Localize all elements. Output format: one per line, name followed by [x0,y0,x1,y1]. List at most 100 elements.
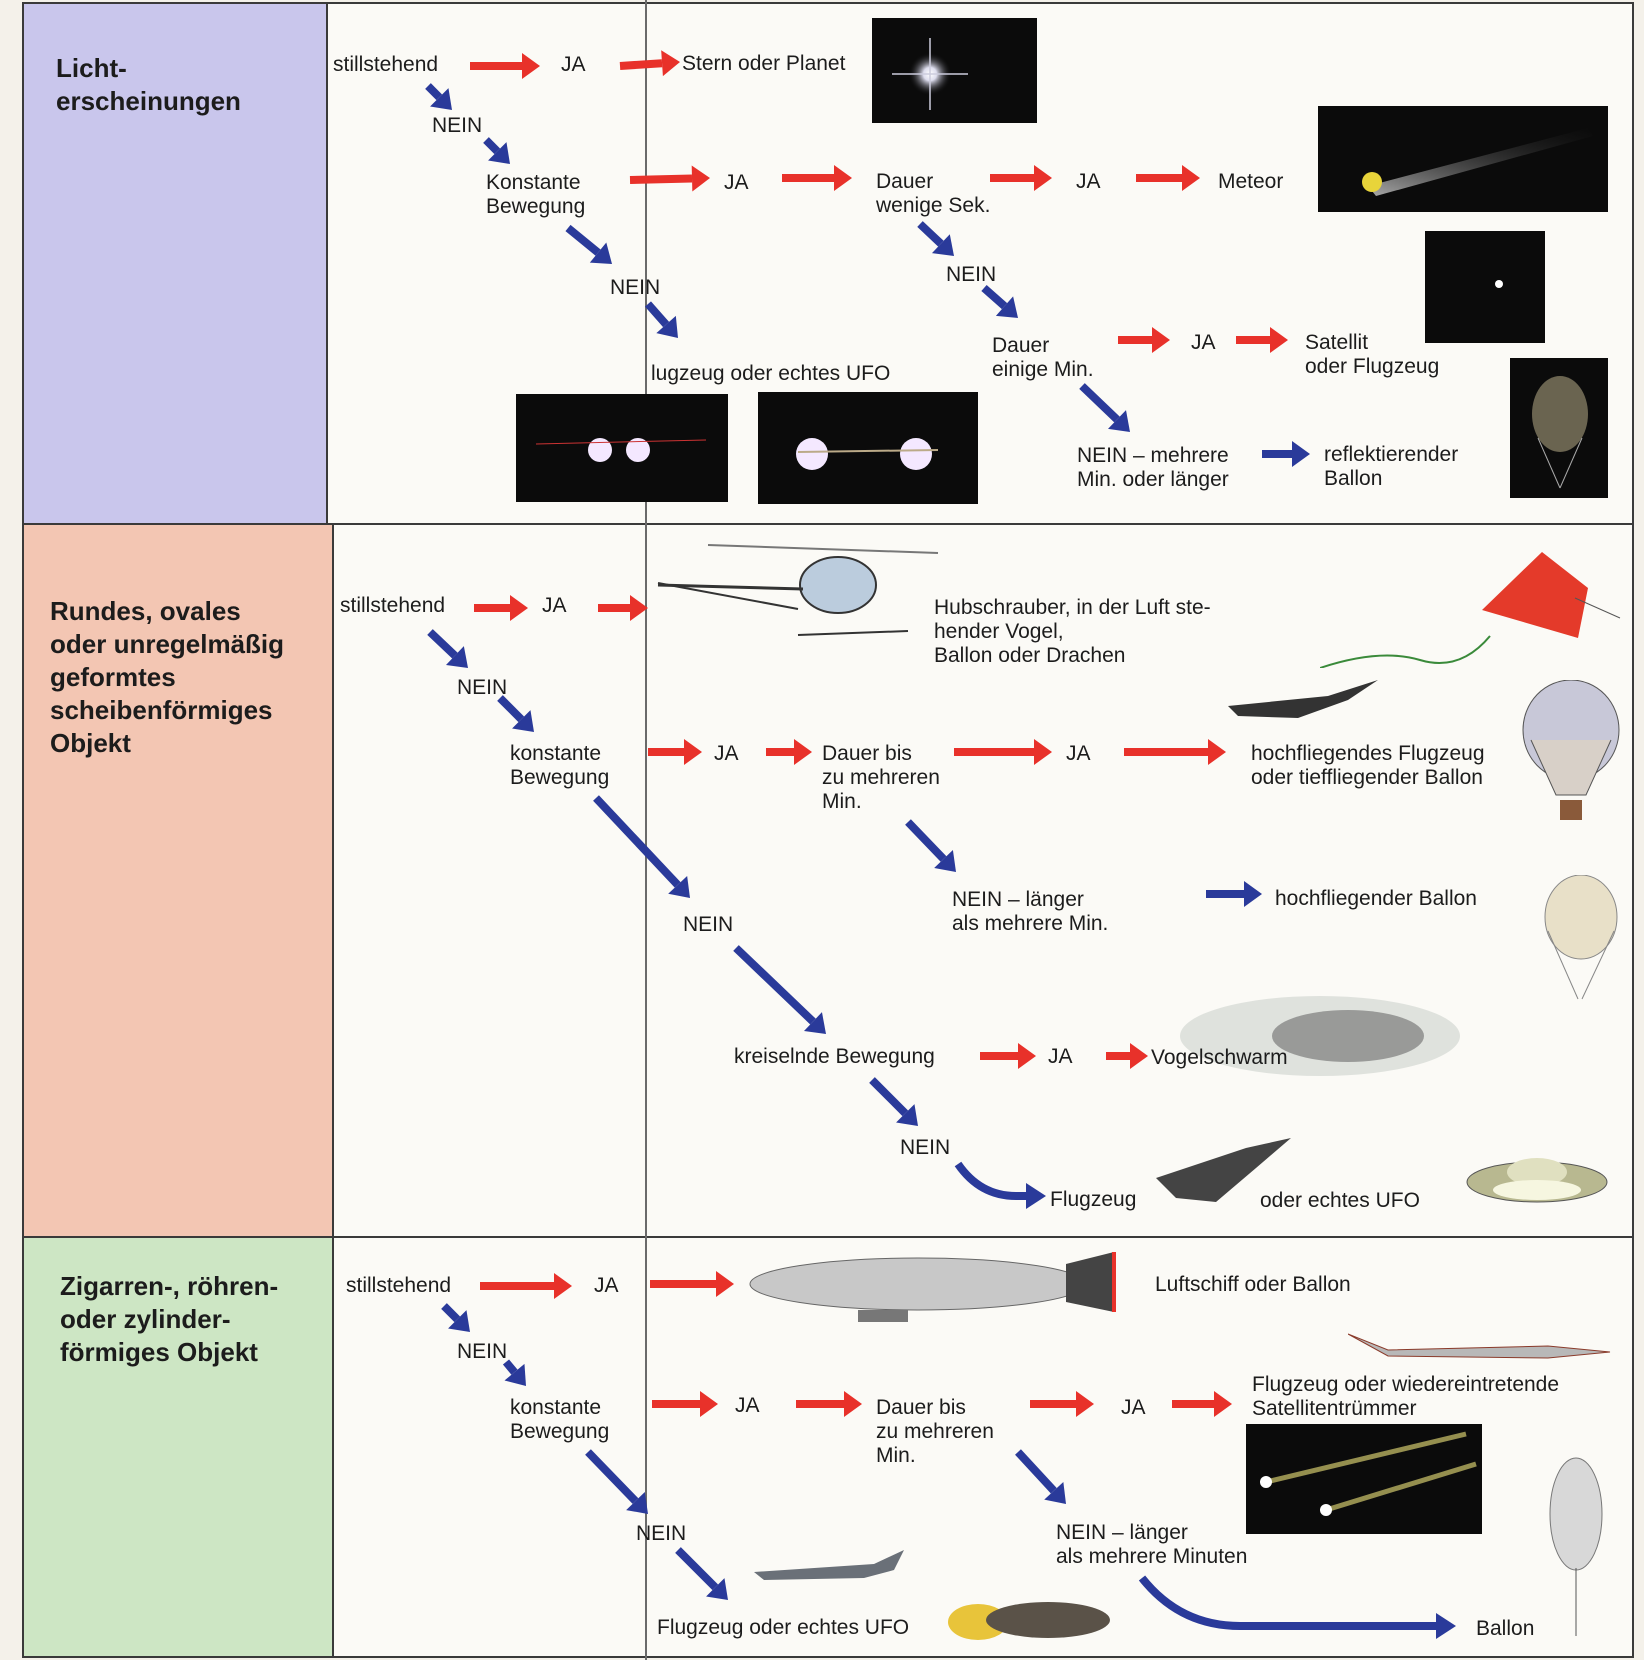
no-arrow [441,1303,470,1332]
label-nein: NEIN [683,913,734,936]
no-arrow [497,695,534,732]
no-arrow [981,285,1018,318]
yes-arrow [650,1271,734,1297]
label-result-vogelschwarm: Vogelschwarm [1151,1046,1288,1069]
label-result-flugzeug-ufo: Flugzeug oder echtes UFO [657,1616,910,1639]
yes-arrow [652,1391,718,1417]
yes-arrow [480,1273,572,1299]
meteor-photo [1318,106,1608,212]
label-result-echtes-ufo: oder echtes UFO [1260,1189,1420,1212]
yes-arrow [796,1391,862,1417]
label-nein: NEIN [900,1136,951,1159]
label-stillstehend: stillstehend [333,53,439,76]
no-arrow [585,1449,648,1514]
bird-flock-icon [1180,996,1460,1076]
label-ja: JA [561,53,586,76]
label-dauer: Dauer einige Min. [992,334,1094,381]
label-stillstehend: stillstehend [340,594,446,617]
label-dauer: Dauer bis zu mehreren Min. [822,742,940,813]
label-ja: JA [594,1274,619,1297]
yes-arrow [782,165,852,191]
airliner-icon [754,1550,904,1580]
label-result-hubschrauber: Hubschrauber, in der Luft ste- hender Vo… [934,596,1211,667]
flying-saucer-icon [1466,1158,1608,1203]
label-dauer: Dauer wenige Sek. [876,170,991,217]
label-ja: JA [714,742,739,765]
no-arrow [427,629,468,668]
label-result-flugzeug-ufo: lugzeug oder echtes UFO [651,362,891,385]
label-ja: JA [542,594,567,617]
yes-arrow [990,165,1052,191]
label-nein: NEIN [610,276,661,299]
no-arrow-curved [1138,1575,1456,1639]
no-arrow [869,1077,918,1126]
label-result-hochfliegendes: hochfliegendes Flugzeug oder tieffliegen… [1251,742,1485,789]
label-dauer: Dauer bis zu mehreren Min. [876,1396,994,1467]
category-title: Zigarren-, röhren- oder zylinder- förmig… [60,1271,279,1367]
page-fold [645,0,647,1660]
label-ja: JA [1076,170,1101,193]
label-konstante-bewegung: Konstante Bewegung [486,171,586,218]
yes-arrow [1106,1043,1148,1069]
no-arrow [905,819,956,872]
reentry-photo [1246,1424,1482,1534]
weather-balloon-icon [1549,1457,1603,1636]
label-konstante-bewegung: konstante Bewegung [510,742,610,789]
no-arrow [733,945,826,1034]
jet-icon [1228,680,1378,718]
label-result-stern: Stern oder Planet [682,52,846,75]
label-ja: JA [724,171,749,194]
kite-icon [1320,552,1621,668]
no-arrow [1206,881,1262,907]
jet-plane-icon [1348,1333,1611,1359]
yes-arrow [629,165,710,192]
label-result-satellit: Satellit oder Flugzeug [1305,331,1440,378]
delta-jet-icon [1156,1138,1291,1202]
no-arrow [1079,383,1130,432]
label-result-meteor: Meteor [1218,170,1284,193]
yes-arrow [470,53,540,79]
label-nein: NEIN [457,676,508,699]
ufo-lights-photo [516,394,728,502]
yes-arrow [1030,1391,1094,1417]
category-panel-zigarren [24,1238,334,1656]
label-nein: NEIN [946,263,997,286]
no-arrow [502,1359,526,1386]
yes-arrow [648,739,702,765]
label-kreiselnde-bewegung: kreiselnde Bewegung [734,1045,935,1068]
no-arrow [425,83,452,110]
label-ja: JA [1121,1396,1146,1419]
yes-arrow [619,50,680,77]
no-arrow [675,1547,728,1600]
airship-icon [749,1252,1116,1322]
label-result-luftschiff: Luftschiff oder Ballon [1155,1273,1351,1296]
no-arrow [917,221,954,256]
yes-arrow [980,1043,1036,1069]
cigar-ufo-icon [948,1602,1110,1640]
ufo-lights-photo [758,392,978,504]
yes-arrow [474,595,528,621]
no-arrow-curved [954,1161,1046,1209]
category-panel-lichterscheinungen [24,4,328,523]
label-nein: NEIN [636,1522,687,1545]
balloon-photo [1510,358,1608,498]
label-nein: NEIN [457,1340,508,1363]
category-title: Rundes, ovales oder unregelmäßig geformt… [50,596,285,758]
label-nein-mehrere: NEIN – mehrere Min. oder länger [1077,444,1229,491]
label-result-ballon: reflektierender Ballon [1324,443,1459,490]
yes-arrow [598,595,648,621]
yes-arrow [1236,327,1288,353]
label-nein-laenger: NEIN – länger als mehrere Minuten [1056,1521,1248,1568]
label-nein: NEIN [432,114,483,137]
category-title: Licht- erscheinungen [56,53,241,116]
category-panel-rundes [24,525,334,1236]
helicopter-icon [657,544,939,636]
label-ja: JA [1048,1045,1073,1068]
high-balloon-icon [1544,875,1618,1000]
no-arrow [1015,1449,1066,1504]
label-ja: JA [1066,742,1091,765]
yes-arrow [1124,739,1226,765]
label-result-hochballon: hochfliegender Ballon [1275,887,1477,910]
